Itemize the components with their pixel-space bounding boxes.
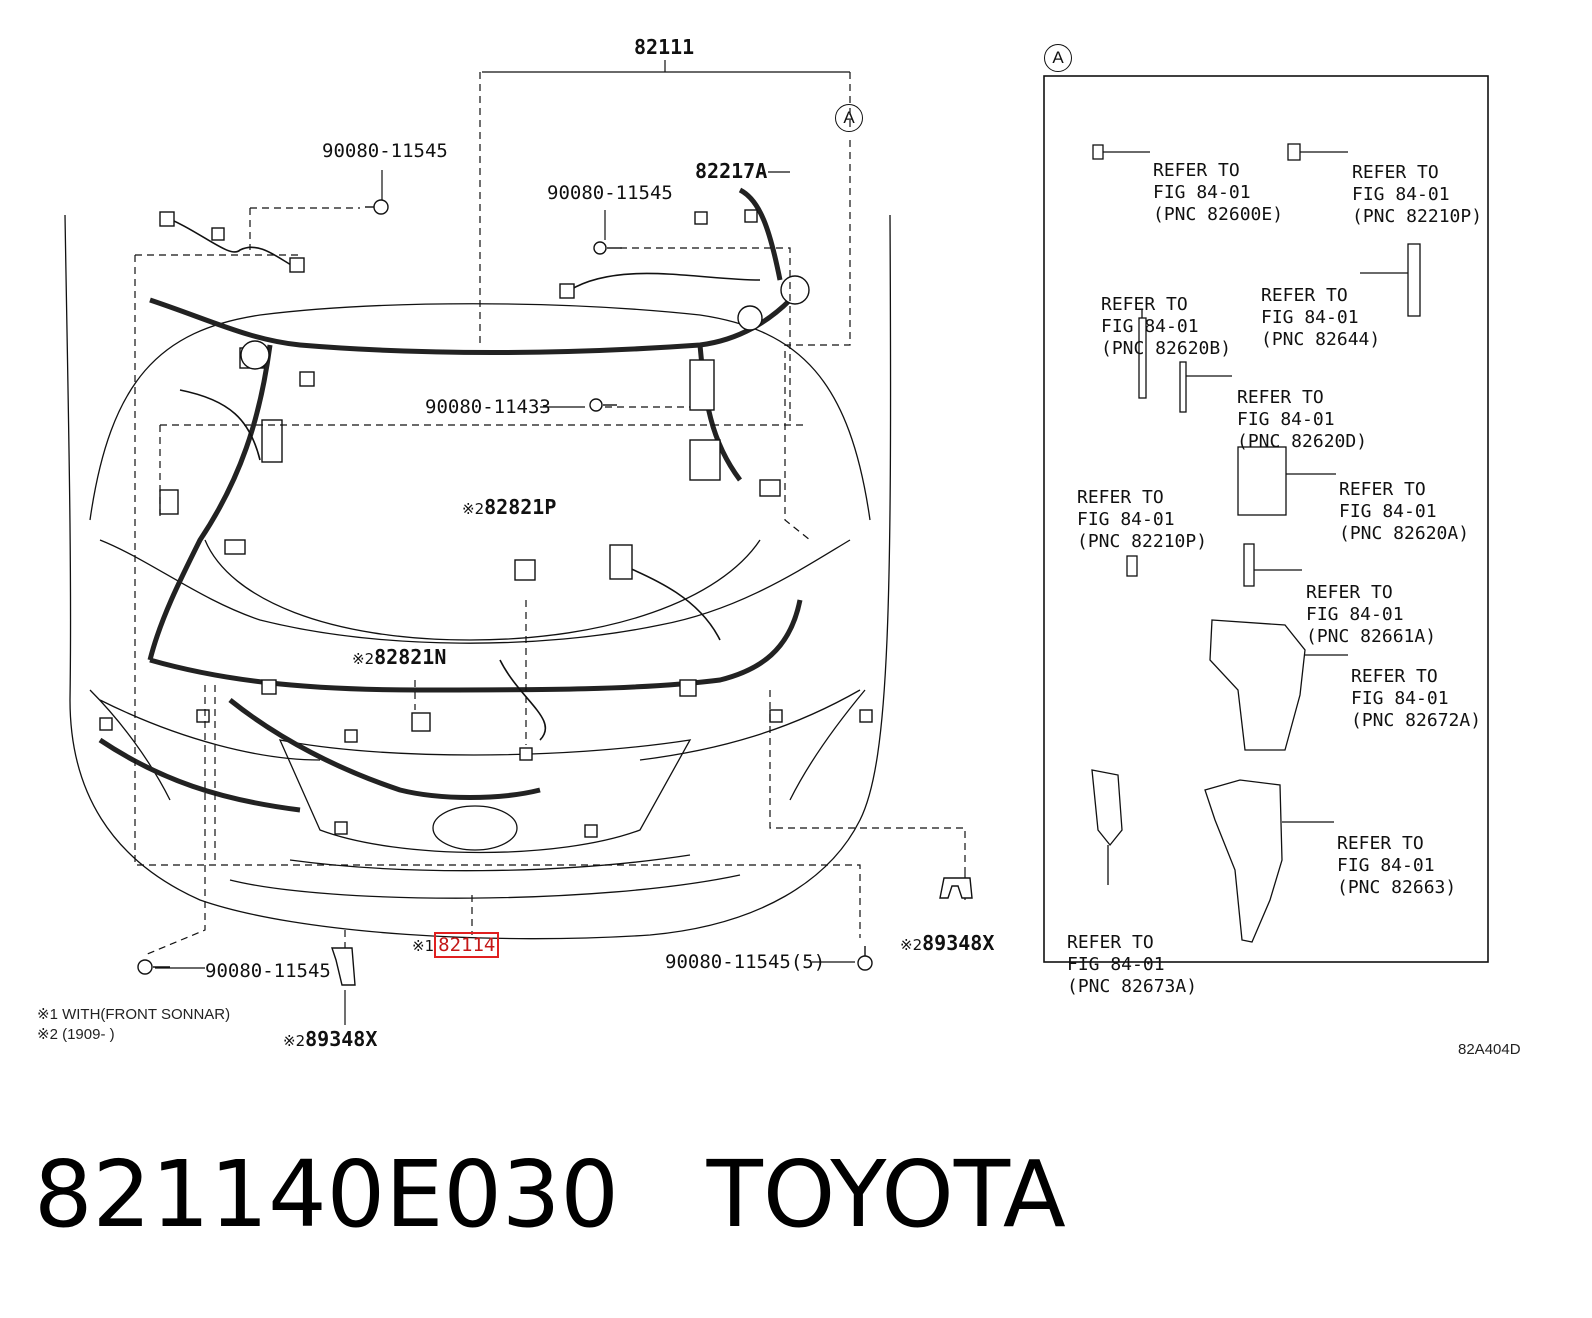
label-82821n: ※282821N bbox=[352, 646, 446, 670]
mark-2: ※2 bbox=[900, 936, 923, 954]
refer-line: (PNC 82600E) bbox=[1153, 204, 1284, 225]
harness-bundles bbox=[98, 187, 803, 813]
refer-line: FIG 84-01 bbox=[1067, 954, 1165, 975]
refer-line: REFER TO bbox=[1352, 162, 1439, 183]
car-body-outline bbox=[64, 214, 892, 940]
refer-line: FIG 84-01 bbox=[1077, 509, 1175, 530]
label-82821n-number: 82821N bbox=[374, 645, 447, 669]
leader-lines bbox=[134, 72, 966, 956]
detail-box-a bbox=[1043, 75, 1489, 963]
refer-line: REFER TO bbox=[1101, 294, 1188, 315]
mark-1: ※1 bbox=[412, 937, 435, 955]
refer-line: REFER TO bbox=[1077, 487, 1164, 508]
label-89348x-left-number: 89348X bbox=[305, 1027, 378, 1051]
brand-name: TOYOTA bbox=[706, 1141, 1066, 1248]
mark-2: ※2 bbox=[352, 650, 375, 668]
refer-line: (PNC 82210P) bbox=[1077, 531, 1208, 552]
refer-line: (PNC 82644) bbox=[1261, 329, 1381, 350]
refer-line: (PNC 82210P) bbox=[1352, 206, 1483, 227]
refer-line: (PNC 82663) bbox=[1337, 877, 1457, 898]
part-number: 821140E030 bbox=[34, 1141, 619, 1248]
bolt-glyphs bbox=[137, 199, 973, 986]
refer-line: FIG 84-01 bbox=[1337, 855, 1435, 876]
harness-wires bbox=[159, 214, 761, 741]
refer-line: (PNC 82620D) bbox=[1237, 431, 1368, 452]
label-bolt-bottom-left: 90080-11545 bbox=[205, 960, 331, 982]
label-89348x-left: ※289348X bbox=[283, 1028, 377, 1052]
refer-line: REFER TO bbox=[1067, 932, 1154, 953]
label-89348x-right-number: 89348X bbox=[922, 931, 995, 955]
refer-line: (PNC 82661A) bbox=[1306, 626, 1437, 647]
refer-line: REFER TO bbox=[1261, 285, 1348, 306]
callout-a-detail: A bbox=[1044, 44, 1072, 72]
refer-line: REFER TO bbox=[1153, 160, 1240, 181]
refer-line: FIG 84-01 bbox=[1306, 604, 1404, 625]
label-89348x-right: ※289348X bbox=[900, 932, 994, 956]
label-bolt-top-right: 90080-11545 bbox=[547, 182, 673, 204]
solid-leaders bbox=[155, 60, 966, 1025]
figure-code: 82A404D bbox=[1458, 1041, 1521, 1058]
refer-line: (PNC 82620B) bbox=[1101, 338, 1232, 359]
label-bolt-center: 90080-11433 bbox=[425, 396, 551, 418]
callout-a-main: A bbox=[835, 104, 863, 132]
refer-line: FIG 84-01 bbox=[1101, 316, 1199, 337]
label-82821p: ※282821P bbox=[462, 496, 556, 520]
refer-line: REFER TO bbox=[1337, 833, 1424, 854]
refer-line: REFER TO bbox=[1339, 479, 1426, 500]
mark-2: ※2 bbox=[462, 500, 485, 518]
note-1: ※1 WITH(FRONT SONNAR) bbox=[37, 1006, 231, 1023]
label-bolt-top-left: 90080-11545 bbox=[322, 140, 448, 162]
refer-line: REFER TO bbox=[1351, 666, 1438, 687]
refer-line: FIG 84-01 bbox=[1237, 409, 1335, 430]
refer-line: (PNC 82673A) bbox=[1067, 976, 1198, 997]
highlighted-part-82114[interactable]: 82114 bbox=[434, 932, 500, 958]
refer-line: (PNC 82620A) bbox=[1339, 523, 1470, 544]
label-82821p-number: 82821P bbox=[484, 495, 557, 519]
refer-line: FIG 84-01 bbox=[1339, 501, 1437, 522]
note-2: ※2 (1909- ) bbox=[37, 1026, 115, 1043]
refer-line: REFER TO bbox=[1237, 387, 1324, 408]
refer-line: FIG 84-01 bbox=[1352, 184, 1450, 205]
mark-2: ※2 bbox=[283, 1032, 306, 1050]
part-caption: 821140E030 TOYOTA bbox=[34, 1140, 1066, 1250]
refer-line: REFER TO bbox=[1306, 582, 1393, 603]
label-bolt-bottom-right: 90080-11545(5) bbox=[665, 951, 826, 973]
label-82217a: 82217A bbox=[695, 159, 768, 183]
refer-line: FIG 84-01 bbox=[1261, 307, 1359, 328]
detail-components bbox=[1091, 143, 1421, 943]
refer-line: (PNC 82672A) bbox=[1351, 710, 1482, 731]
refer-line: FIG 84-01 bbox=[1351, 688, 1449, 709]
label-82111: 82111 bbox=[634, 35, 695, 59]
connectors bbox=[99, 209, 873, 838]
refer-line: FIG 84-01 bbox=[1153, 182, 1251, 203]
